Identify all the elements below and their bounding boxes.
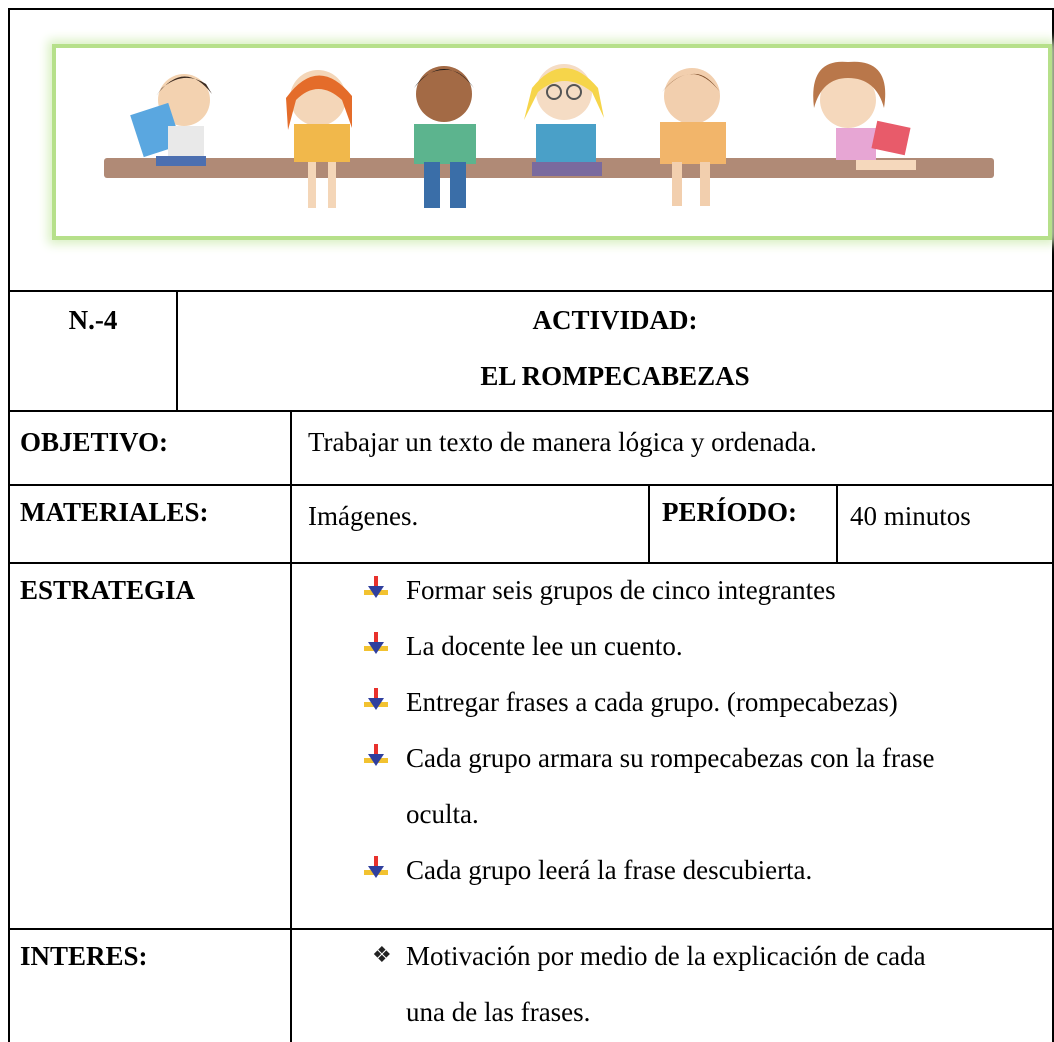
estrategia-label: ESTRATEGIA xyxy=(20,575,196,605)
estrategia-item: Entregar frases a cada grupo. (rompecabe… xyxy=(406,687,898,717)
periodo-label: PERÍODO: xyxy=(662,497,797,527)
materiales-value: Imágenes. xyxy=(308,501,419,531)
estrategia-item: Cada grupo armara su rompecabezas con la… xyxy=(406,743,935,773)
estrategia-item: Cada grupo leerá la frase descubierta. xyxy=(406,855,813,885)
interes-item-line2: una de las frases. xyxy=(406,997,591,1027)
right-border xyxy=(1052,290,1054,1042)
activity-number: N.-4 xyxy=(68,305,118,335)
arrow-bullet-icon xyxy=(364,688,388,714)
activity-title: EL ROMPECABEZAS xyxy=(480,361,750,391)
row-divider xyxy=(8,562,1054,564)
left-border xyxy=(8,290,10,1042)
arrow-bullet-icon xyxy=(364,576,388,602)
estrategia-item-continuation: oculta. xyxy=(406,799,479,829)
row-divider xyxy=(8,484,1054,486)
label-column-divider xyxy=(290,410,292,1042)
arrow-bullet-icon xyxy=(364,632,388,658)
children-reading-illustration xyxy=(104,61,994,208)
row-divider xyxy=(8,410,1054,412)
activity-label: ACTIVIDAD: xyxy=(532,305,698,335)
materiales-label: MATERIALES: xyxy=(20,497,209,527)
periodo-value: 40 minutos xyxy=(850,501,971,531)
activity-sheet: N.-4 ACTIVIDAD: EL ROMPECABEZAS OBJETIVO… xyxy=(8,8,1054,1042)
estrategia-item: Formar seis grupos de cinco integrantes xyxy=(406,575,836,605)
period-cell-divider xyxy=(648,484,650,562)
border-top xyxy=(8,8,1054,10)
objetivo-value: Trabajar un texto de manera lógica y ord… xyxy=(308,427,817,457)
interes-item-line1: Motivación por medio de la explicación d… xyxy=(406,941,926,971)
row-divider xyxy=(8,290,1054,292)
row-divider xyxy=(8,928,1054,930)
estrategia-item: La docente lee un cuento. xyxy=(406,631,683,661)
diamond-bullet-icon: ❖ xyxy=(372,942,392,967)
objetivo-label: OBJETIVO: xyxy=(20,427,168,457)
arrow-bullet-icon xyxy=(364,744,388,770)
arrow-bullet-icon xyxy=(364,856,388,882)
child-figure xyxy=(130,74,212,166)
banner-image xyxy=(52,44,1052,240)
border-right-top xyxy=(1052,8,1054,292)
period-value-divider xyxy=(836,484,838,562)
number-cell-divider xyxy=(176,290,178,410)
interes-label: INTERES: xyxy=(20,941,148,971)
